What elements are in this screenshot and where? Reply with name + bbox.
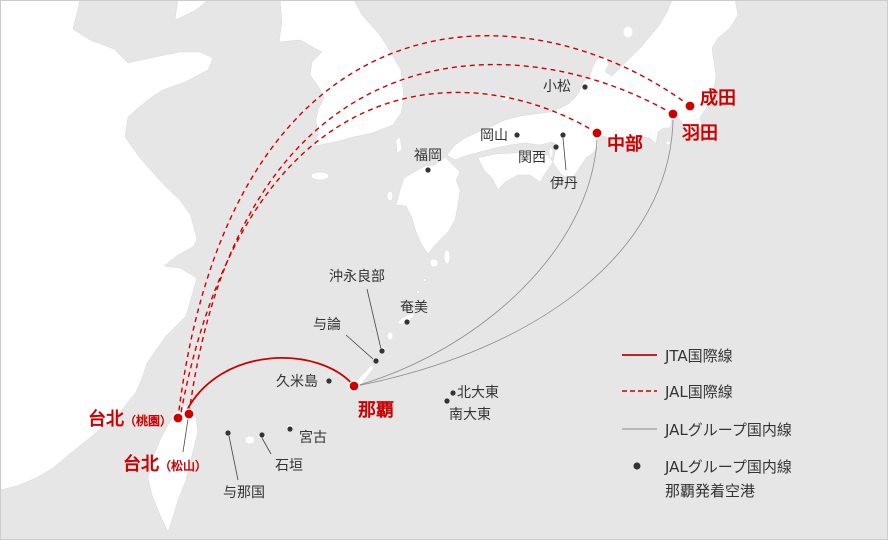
- airport-label-amami: 奄美: [400, 300, 428, 316]
- hub-dot-taipei-taoyuan: [172, 412, 184, 424]
- legend-label-naha-airports-line1: JALグループ国内線: [664, 458, 792, 476]
- legend: JTA国際線 JAL国際線 JALグループ国内線 JALグループ国内線 那覇発着…: [622, 347, 792, 500]
- airport-dot-kumejima: [326, 378, 332, 384]
- land-shikoku: [477, 150, 554, 191]
- leader-yoron: [345, 334, 374, 360]
- hub-label-taipei-songshan: 台北（松山）: [123, 453, 207, 475]
- airport-dot-okinoerabu: [379, 348, 385, 354]
- legend-swatch-naha-airport-dot: [633, 462, 641, 470]
- leader-ishigaki: [261, 437, 272, 455]
- hub-dot-taipei-songshan: [183, 408, 195, 420]
- land-tokunoshima: [386, 331, 394, 341]
- airport-dot-kansai: [553, 144, 559, 150]
- route-jta-naha-taipei: [185, 357, 355, 413]
- land-china: [0, 0, 214, 491]
- land-iriomote: [244, 435, 256, 445]
- airport-labels: 小松 岡山 関西 伊丹 福岡 沖永良部 奄美 与論 久米島 北大東 南大東 宮古…: [223, 79, 578, 501]
- airport-dot-miyako: [287, 426, 293, 432]
- airport-label-okinoerabu: 沖永良部: [329, 269, 385, 285]
- airport-label-okayama: 岡山: [480, 128, 508, 144]
- airport-dot-okayama: [514, 132, 520, 138]
- hub-dots: [172, 100, 696, 424]
- route-domestic-haneda-naha: [355, 119, 674, 387]
- land-goto: [386, 190, 394, 202]
- legend-label-jal-international: JAL国際線: [664, 383, 733, 401]
- land-penghu: [135, 463, 141, 469]
- airport-dot-ishigaki: [259, 432, 265, 438]
- hub-label-narita: 成田: [700, 87, 736, 109]
- land-jeju: [310, 171, 330, 181]
- land-izu-oshima: [665, 140, 671, 146]
- jal-international-routes: [177, 35, 691, 419]
- land-tokara-2: [416, 290, 420, 294]
- land-kyushu: [395, 156, 461, 255]
- airport-label-itami: 伊丹: [550, 176, 578, 192]
- land-awaji: [548, 147, 554, 159]
- land-tokara-3: [410, 301, 414, 305]
- airport-label-kansai: 関西: [518, 150, 546, 166]
- airport-dot-komatsu: [582, 84, 588, 90]
- airport-label-yoron: 与論: [313, 317, 341, 333]
- legend-label-jta-international: JTA国際線: [664, 347, 733, 365]
- hub-label-naha: 那覇: [358, 400, 394, 421]
- land-sado: [622, 25, 634, 39]
- hub-label-taipei-taoyuan-airport: （桃園）: [124, 413, 172, 428]
- land-honshu: [446, 0, 739, 181]
- leader-yonaguni: [228, 435, 239, 481]
- hub-dot-narita: [684, 100, 696, 112]
- hub-label-chubu: 中部: [607, 133, 643, 155]
- airport-label-komatsu: 小松: [543, 79, 571, 95]
- airport-label-kitadaito: 北大東: [457, 385, 499, 401]
- airport-label-kumejima: 久米島: [276, 374, 318, 390]
- hub-dot-chubu: [591, 127, 603, 139]
- route-jal-chubu-taoyuan: [179, 91, 598, 419]
- leader-taipei-songshan: [182, 418, 189, 453]
- land-tokara-1: [423, 278, 427, 282]
- airport-dot-amami: [404, 319, 410, 325]
- land-yakushima: [429, 258, 439, 268]
- airport-label-yonaguni: 与那国: [223, 485, 265, 501]
- route-jal-narita-taoyuan: [177, 35, 691, 419]
- land-liaodong: [174, 0, 209, 21]
- airport-dot-minamidaito: [444, 398, 450, 404]
- hub-label-taipei-taoyuan: 台北（桃園）: [88, 408, 172, 430]
- leader-lines: [182, 137, 567, 481]
- airport-dot-yonaguni: [225, 430, 231, 436]
- legend-label-naha-airports-line2: 那覇発着空港: [665, 482, 755, 500]
- hub-dot-naha: [348, 380, 360, 392]
- land-tanegashima: [443, 249, 451, 265]
- hub-label-taipei-taoyuan-city: 台北: [88, 408, 124, 430]
- land-tsushima: [395, 136, 403, 155]
- airport-label-miyako: 宮古: [299, 430, 327, 446]
- route-domestic-chubu-naha: [355, 139, 598, 387]
- airport-label-fukuoka: 福岡: [414, 148, 442, 164]
- hub-label-taipei-songshan-city: 台北: [123, 453, 159, 475]
- route-jal-haneda-songshan: [188, 63, 674, 415]
- hub-dot-haneda: [667, 108, 679, 120]
- airport-dot-fukuoka: [425, 167, 431, 173]
- airport-label-ishigaki: 石垣: [275, 458, 303, 474]
- domestic-routes: [355, 119, 674, 387]
- airport-label-minamidaito: 南大東: [449, 407, 491, 423]
- hub-label-haneda: 羽田: [682, 123, 718, 144]
- airport-dot-yoron: [373, 358, 379, 364]
- hub-label-taipei-songshan-airport: （松山）: [159, 458, 207, 473]
- airport-dot-kitadaito: [450, 390, 456, 396]
- leader-okinoerabu: [366, 288, 382, 350]
- airport-dot-itami: [560, 132, 566, 138]
- airport-dots: [225, 84, 588, 438]
- leader-itami: [562, 137, 567, 171]
- legend-label-jal-domestic: JALグループ国内線: [664, 421, 792, 439]
- land: [0, 0, 739, 533]
- hub-labels: 成田 羽田 中部 那覇 台北（桃園） 台北（松山）: [88, 87, 736, 475]
